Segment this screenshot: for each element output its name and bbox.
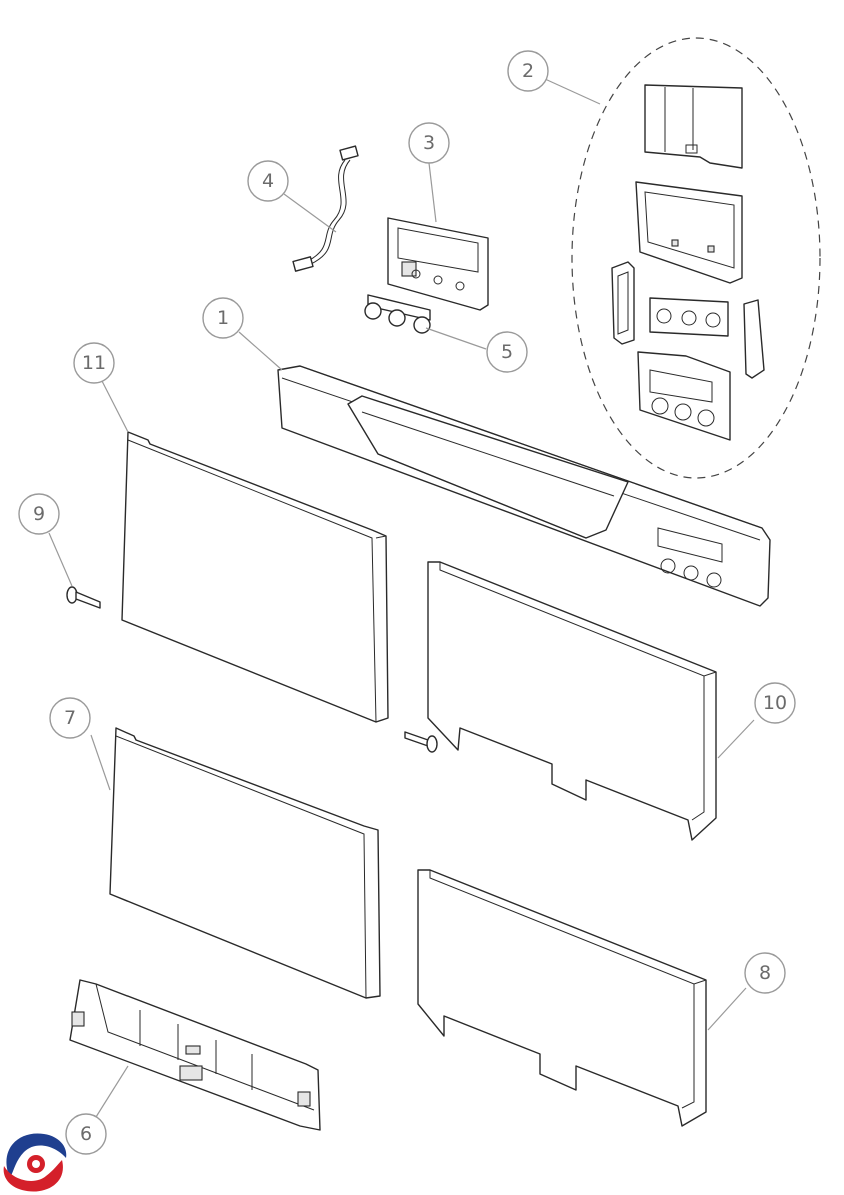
panel-screw xyxy=(404,731,438,753)
callout-3: 3 xyxy=(408,122,450,164)
part-2-button-strip xyxy=(649,297,729,337)
callout-5: 5 xyxy=(486,331,528,373)
part-4-wire-harness xyxy=(292,145,359,272)
part-2-left-bracket xyxy=(611,261,635,345)
part-11-upper-drawer-front xyxy=(121,431,389,723)
callout-8: 8 xyxy=(744,952,786,994)
svg-text:11: 11 xyxy=(82,352,106,374)
leader-lines xyxy=(48,78,755,1118)
callout-7: 7 xyxy=(49,697,91,739)
callout-6: 6 xyxy=(65,1113,107,1155)
callout-11: 11 xyxy=(73,342,115,384)
part-1-control-panel xyxy=(277,365,771,607)
part-7-lower-drawer-front xyxy=(109,727,381,999)
part-8-lower-panel xyxy=(417,869,707,1127)
callout-10: 10 xyxy=(754,682,796,724)
part-3-display-board xyxy=(387,217,489,311)
part-2-front-bezel xyxy=(637,351,731,441)
svg-text:2: 2 xyxy=(522,60,534,82)
part-6-trim-bracket xyxy=(69,979,321,1131)
svg-text:7: 7 xyxy=(64,707,76,729)
part-2-circuit-board xyxy=(635,181,743,284)
svg-text:6: 6 xyxy=(80,1123,92,1145)
part-2-group-outline xyxy=(571,37,821,479)
svg-text:3: 3 xyxy=(423,132,435,154)
part-2-right-bracket xyxy=(743,299,765,379)
svg-text:1: 1 xyxy=(217,307,229,329)
svg-text:10: 10 xyxy=(763,692,787,714)
svg-text:9: 9 xyxy=(33,503,45,525)
svg-text:4: 4 xyxy=(262,170,274,192)
part-10-upper-panel xyxy=(427,561,717,841)
brand-logo xyxy=(3,1133,67,1192)
svg-text:5: 5 xyxy=(501,341,513,363)
callout-9: 9 xyxy=(18,493,60,535)
callout-2: 2 xyxy=(507,50,549,92)
callout-4: 4 xyxy=(247,160,289,202)
part-5-button-set xyxy=(364,294,431,334)
part-9-screw xyxy=(66,586,101,609)
part-2-top-cover xyxy=(644,84,743,169)
svg-text:8: 8 xyxy=(759,962,771,984)
callout-1: 1 xyxy=(202,297,244,339)
